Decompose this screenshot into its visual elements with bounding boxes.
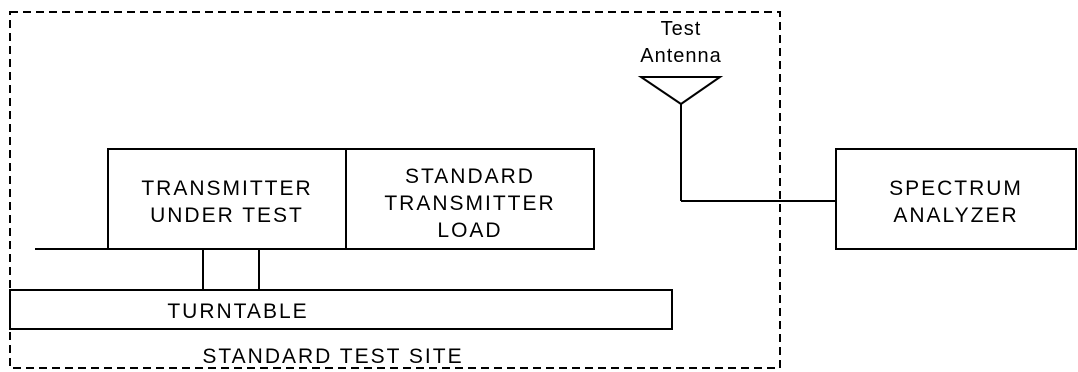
test-site-label: STANDARD TEST SITE [202, 345, 463, 368]
spectrum-analyzer-box [835, 148, 1077, 250]
load-label-line3: LOAD [437, 219, 502, 242]
turntable-label: TURNTABLE [167, 300, 308, 323]
turntable-box [9, 289, 673, 330]
load-label-line1: STANDARD [405, 165, 535, 188]
test-antenna-label-line2: Antenna [640, 45, 722, 67]
analyzer-label-line1: SPECTRUM [889, 177, 1023, 200]
test-antenna-label-line1: Test [661, 18, 702, 40]
transmitter-label-line2: UNDER TEST [150, 204, 304, 227]
analyzer-label-line2: ANALYZER [893, 204, 1018, 227]
test-site-boundary [9, 11, 781, 369]
load-label-line2: TRANSMITTER [384, 192, 555, 215]
test-antenna-icon [637, 76, 724, 106]
transmitter-label-line1: TRANSMITTER [141, 177, 312, 200]
